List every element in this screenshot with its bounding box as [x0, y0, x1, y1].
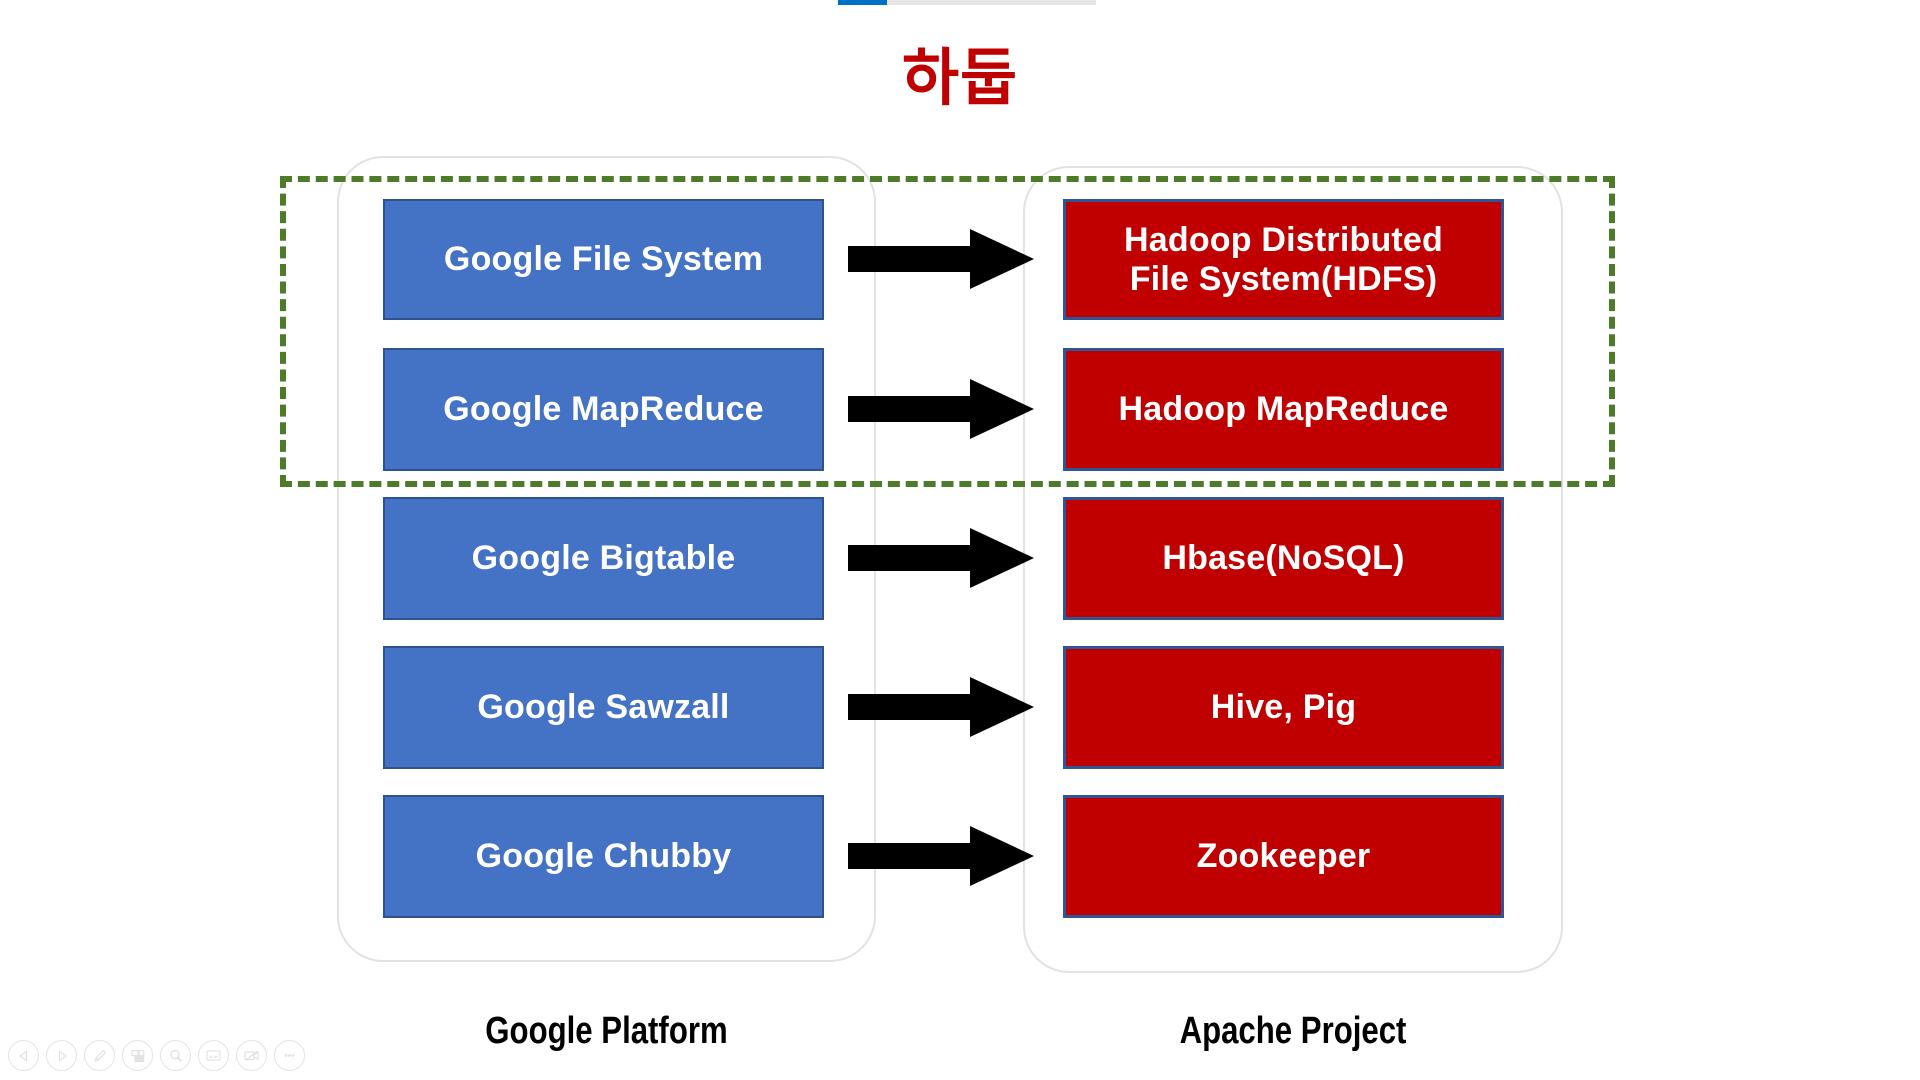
previous-slide-icon[interactable]	[8, 1040, 39, 1071]
box-label-line-2: File System(HDFS)	[1129, 259, 1438, 298]
captions-icon[interactable]	[198, 1040, 229, 1071]
box-label: Hbase(NoSQL)	[1162, 539, 1405, 578]
pen-icon[interactable]	[84, 1040, 115, 1071]
box-google-file-system[interactable]: Google File System	[383, 199, 824, 320]
page-title: 하둡	[901, 44, 1019, 113]
mapping-arrow-mapreduce	[848, 379, 1034, 439]
box-hbase-nosql[interactable]: Hbase(NoSQL)	[1063, 497, 1504, 620]
presentation-toolbar	[8, 1040, 305, 1071]
box-label: Zookeeper	[1196, 837, 1371, 876]
camera-off-icon[interactable]	[236, 1040, 267, 1071]
box-label: Hadoop Distributed File System(HDFS)	[1124, 221, 1443, 297]
box-google-chubby[interactable]: Google Chubby	[383, 795, 824, 918]
mapping-arrow-bigtable-to-hbase	[848, 528, 1034, 588]
box-google-mapreduce[interactable]: Google MapReduce	[383, 348, 824, 471]
mapping-arrow-chubby-to-zookeeper	[848, 826, 1034, 886]
box-hive-pig[interactable]: Hive, Pig	[1063, 646, 1504, 769]
box-zookeeper[interactable]: Zookeeper	[1063, 795, 1504, 918]
box-google-sawzall[interactable]: Google Sawzall	[383, 646, 824, 769]
google-platform-caption: Google Platform	[485, 1010, 728, 1052]
slide-grid-icon[interactable]	[122, 1040, 153, 1071]
more-options-icon[interactable]	[274, 1040, 305, 1071]
box-hadoop-hdfs[interactable]: Hadoop Distributed File System(HDFS)	[1063, 199, 1504, 320]
box-google-bigtable[interactable]: Google Bigtable	[383, 497, 824, 620]
box-label-line-1: Hadoop Distributed	[1123, 221, 1444, 260]
mapping-arrow-sawzall-to-hive-pig	[848, 677, 1034, 737]
mapping-arrow-gfs-to-hdfs	[848, 229, 1034, 289]
box-label: Google MapReduce	[443, 390, 764, 429]
box-hadoop-mapreduce[interactable]: Hadoop MapReduce	[1063, 348, 1504, 471]
presentation-progress-fill	[838, 0, 888, 5]
core-components-highlight	[280, 176, 1615, 487]
zoom-icon[interactable]	[160, 1040, 191, 1071]
box-label: Hive, Pig	[1210, 688, 1357, 727]
box-label: Google Chubby	[475, 837, 732, 876]
next-slide-icon[interactable]	[46, 1040, 77, 1071]
apache-project-group	[1023, 166, 1563, 973]
presentation-progress-bar[interactable]	[838, 0, 1096, 5]
box-label: Google File System	[443, 240, 764, 279]
box-label: Google Sawzall	[477, 688, 730, 727]
box-label: Google Bigtable	[471, 539, 736, 578]
apache-project-caption: Apache Project	[1179, 1010, 1407, 1052]
box-label: Hadoop MapReduce	[1118, 390, 1449, 429]
